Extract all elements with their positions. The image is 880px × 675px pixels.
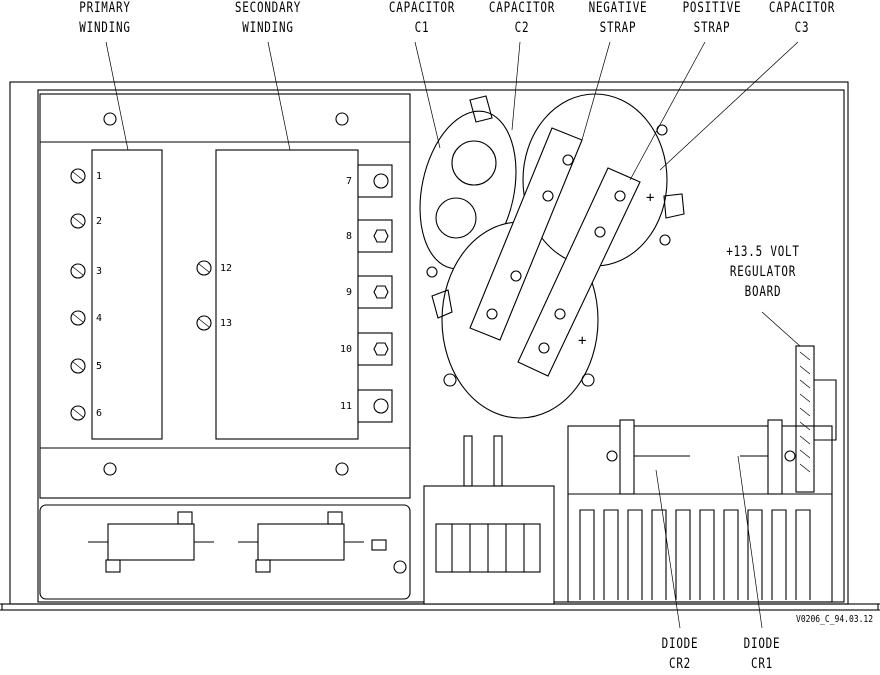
secondary-terminal-blocks bbox=[358, 165, 392, 422]
secondary-terminal-7: 7 bbox=[346, 176, 352, 188]
capacitor-c2-label: CAPACITOR C2 bbox=[483, 0, 561, 38]
primary-terminal-1: 1 bbox=[96, 171, 102, 183]
c2-positive-mark: + bbox=[578, 333, 586, 349]
secondary-winding-label-line-1: SECONDARY bbox=[224, 0, 311, 18]
primary-terminal-2: 2 bbox=[96, 216, 102, 228]
regulator-board-label-line-2: REGULATOR bbox=[719, 262, 808, 282]
resistor-right bbox=[258, 524, 344, 560]
heat-sink bbox=[568, 420, 832, 602]
capacitor-c3-label-line-2: C3 bbox=[763, 18, 841, 38]
capacitor-c2-label-line-1: CAPACITOR bbox=[483, 0, 561, 18]
diode-cr2-body bbox=[607, 420, 690, 494]
positive-strap-label-line-1: POSITIVE bbox=[673, 0, 751, 18]
capacitor-c1-label: CAPACITOR C1 bbox=[383, 0, 461, 38]
diode-cr1-body bbox=[740, 420, 795, 494]
primary-winding bbox=[92, 150, 162, 439]
c3-positive-mark: + bbox=[646, 190, 654, 206]
primary-terminal-3: 3 bbox=[96, 266, 102, 278]
resistor-left bbox=[108, 524, 194, 560]
diode-cr2-label: DIODE CR2 bbox=[649, 634, 711, 674]
primary-winding-label-line-2: WINDING bbox=[70, 18, 140, 38]
negative-strap-label-line-1: NEGATIVE bbox=[579, 0, 657, 18]
power-connector bbox=[424, 436, 554, 604]
regulator-board-label-line-3: BOARD bbox=[719, 282, 808, 302]
secondary-winding-label-line-2: WINDING bbox=[224, 18, 311, 38]
diode-cr2-label-line-1: DIODE bbox=[649, 634, 711, 654]
secondary-tap-screws bbox=[197, 261, 211, 330]
primary-terminal-6: 6 bbox=[96, 408, 102, 420]
capacitor-c3-label: CAPACITOR C3 bbox=[763, 0, 841, 38]
diode-cr1-label-line-2: CR1 bbox=[731, 654, 793, 674]
negative-strap-label: NEGATIVE STRAP bbox=[579, 0, 657, 38]
transformer bbox=[40, 94, 410, 498]
drawing-reference: V0206_C_94.03.12 bbox=[796, 614, 873, 625]
diode-cr2-label-line-2: CR2 bbox=[649, 654, 711, 674]
positive-strap-label-line-2: STRAP bbox=[673, 18, 751, 38]
capacitor-c1-label-line-1: CAPACITOR bbox=[383, 0, 461, 18]
diode-cr1-label-line-1: DIODE bbox=[731, 634, 793, 654]
capacitor-c1-label-line-2: C1 bbox=[383, 18, 461, 38]
primary-terminal-4: 4 bbox=[96, 313, 102, 325]
secondary-winding bbox=[216, 150, 358, 439]
negative-strap-label-line-2: STRAP bbox=[579, 18, 657, 38]
primary-winding-label-line-1: PRIMARY bbox=[70, 0, 140, 18]
diode-cr1-label: DIODE CR1 bbox=[731, 634, 793, 674]
secondary-terminal-9: 9 bbox=[346, 287, 352, 299]
primary-winding-label: PRIMARY WINDING bbox=[70, 0, 140, 38]
capacitor-c2-label-line-2: C2 bbox=[483, 18, 561, 38]
positive-strap-label: POSITIVE STRAP bbox=[673, 0, 751, 38]
primary-terminal-screws bbox=[71, 169, 85, 420]
capacitor-c3-label-line-1: CAPACITOR bbox=[763, 0, 841, 18]
resistor-board bbox=[40, 505, 410, 599]
regulator-board bbox=[796, 346, 836, 492]
secondary-terminal-10: 10 bbox=[340, 344, 352, 356]
regulator-board-label: +13.5 VOLT REGULATOR BOARD bbox=[719, 242, 808, 302]
secondary-terminal-11: 11 bbox=[340, 401, 352, 413]
secondary-terminal-12: 12 bbox=[220, 263, 232, 275]
primary-terminal-5: 5 bbox=[96, 361, 102, 373]
secondary-terminal-13: 13 bbox=[220, 318, 232, 330]
regulator-board-label-line-1: +13.5 VOLT bbox=[719, 242, 808, 262]
secondary-winding-label: SECONDARY WINDING bbox=[224, 0, 311, 38]
secondary-terminal-8: 8 bbox=[346, 231, 352, 243]
